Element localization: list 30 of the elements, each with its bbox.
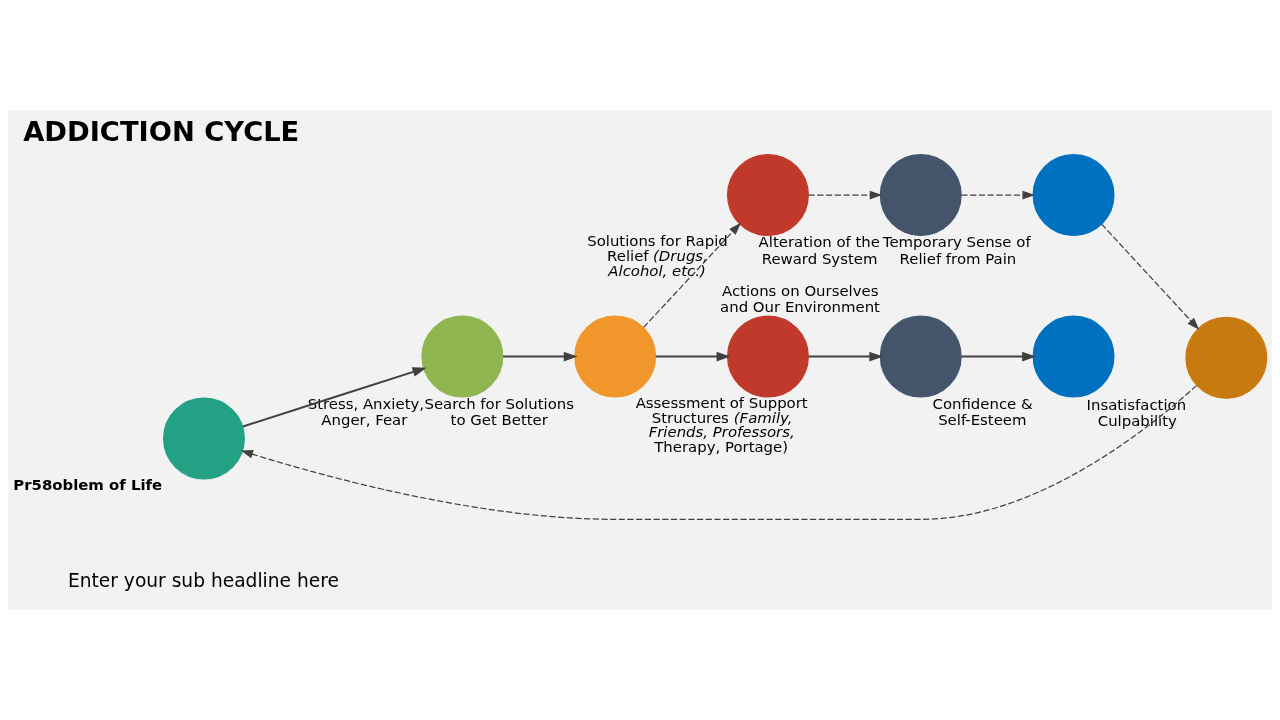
- node-label: Solutions for Rapid Relief (Drugs, Alcohol, etc.): [587, 232, 728, 280]
- node-circle: [879, 315, 962, 398]
- diagram-title: ADDICTION CYCLE: [23, 115, 300, 147]
- node-label: Search for Solutions to Get Better: [424, 394, 574, 430]
- arrow: [242, 367, 427, 428]
- node-circle: [421, 315, 504, 398]
- label: Enter your sub headline here: [67, 570, 339, 592]
- node-circle: [163, 397, 245, 480]
- node-circle: [879, 154, 962, 237]
- arrow: [502, 351, 578, 362]
- node-label: Temporary Sense of Relief from Pain: [882, 233, 1031, 268]
- arrow: [240, 384, 1198, 520]
- arrow: [960, 190, 1035, 200]
- node-circle: [1032, 154, 1115, 237]
- arrow: [807, 351, 884, 362]
- node-label: Actions on Ourselves and Our Environment: [720, 281, 880, 316]
- node-circle: [726, 315, 809, 398]
- node-label: Assessment of Support Structures (Family, Friends, Professors, Therapy, Portage): [635, 393, 808, 457]
- node-circle: [1032, 315, 1115, 398]
- node-circle: [574, 315, 657, 398]
- node-label: Pr58oblem of Life: [13, 475, 163, 494]
- arrow: [1101, 223, 1200, 330]
- node-label: Confidence & Self-Esteem: [932, 394, 1033, 430]
- arrow: [643, 222, 741, 328]
- arrow: [808, 190, 883, 200]
- arrow: [654, 351, 731, 362]
- node-label: Stress, Anxiety, Anger, Fear: [307, 394, 425, 430]
- node-label: Insatisfaction Culpability: [1086, 396, 1187, 431]
- arrow: [960, 351, 1037, 362]
- node-label: Alteration of the Reward System: [758, 233, 880, 268]
